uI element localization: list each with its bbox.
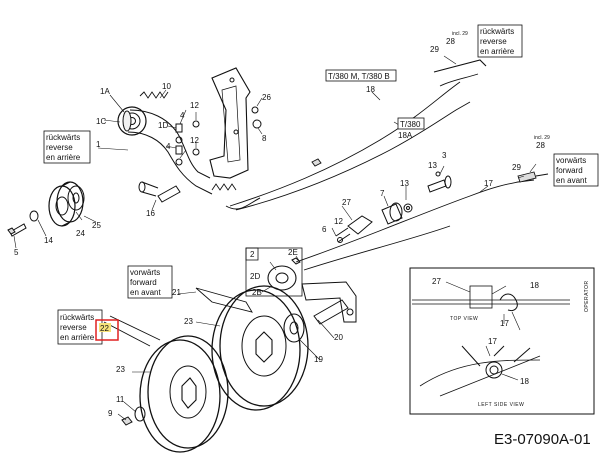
leader-lines [13,55,537,421]
drive-assembly [195,281,357,343]
callout-11: 11 [116,395,125,404]
callout-1c: 1C [96,117,106,126]
label-reverse-top: rückwärts reverse en arrière [477,24,523,58]
large-pulleys [103,285,309,453]
label-line: forward [130,278,157,287]
callout-23: 23 [116,365,125,374]
callout-26: 26 [262,93,271,102]
callout-1a: 1A [100,87,110,96]
callout-2: 2 [250,250,255,259]
callout-18: 18 [366,85,375,94]
model-label-text: T/380 M, T/380 B [328,72,390,81]
callout-28: 28 [446,37,455,46]
callout-25: 25 [92,221,101,230]
label-line: forward [556,166,583,175]
callout-20: 20 [334,333,343,342]
callout-12: 12 [334,217,343,226]
callout-13: 13 [428,161,437,170]
callout-13: 13 [400,179,409,188]
callout-17: 17 [484,179,493,188]
side-view-label: LEFT SIDE VIEW [478,402,524,408]
inset-detail-view [409,267,595,415]
callout-8: 8 [262,134,267,143]
highlighted-part-22[interactable]: 22 [95,319,119,341]
callout-24: 24 [76,229,85,238]
label-line: en arrière [480,47,515,56]
callout-21: 21 [172,288,181,297]
callout-19: 19 [314,355,323,364]
callout-6: 6 [322,225,327,234]
callout-5: 5 [14,248,19,257]
hardware-parts [335,171,452,243]
model-label-a: T/380 M, T/380 B [325,69,397,82]
label-line: en arrière [60,333,95,342]
callout-1: 1 [96,140,101,149]
callout-18a: 18A [398,131,413,140]
callout-12: 12 [190,136,199,145]
callout-27: 27 [432,277,441,286]
callout-27: 27 [342,198,351,207]
callout-17: 17 [488,337,497,346]
label-line: vorwärts [130,268,160,277]
label-line: en avant [130,288,161,297]
callout-4: 4 [166,142,171,151]
label-forward-right: vorwärts forward en avant [553,153,599,187]
label-line: reverse [60,323,87,332]
label-line: reverse [46,143,73,152]
callout-23: 23 [184,317,193,326]
callout-2d: 2D [250,272,260,281]
label-line: reverse [480,37,507,46]
incl-29-note: incl. 29 [534,135,550,141]
cables [229,59,549,271]
highlight-fill [99,323,111,332]
callout-10: 10 [162,82,171,91]
model-label-b: T/380 [397,117,425,130]
label-reverse-left: rückwärts reverse en arrière [43,130,91,164]
label-line: rückwärts [480,27,514,36]
callout-12: 12 [190,101,199,110]
callout-18: 18 [520,377,529,386]
callout-3: 3 [442,151,447,160]
top-view-label: TOP VIEW [450,316,478,322]
callout-7: 7 [380,189,385,198]
label-line: vorwärts [556,156,586,165]
idler-pulley-assembly [7,181,85,237]
label-line: en avant [556,176,587,185]
diagram-code: E3-07090A-01 [494,431,591,448]
bracket-assembly [117,67,262,210]
callout-29: 29 [430,45,439,54]
label-forward-mid: vorwärts forward en avant [127,265,173,299]
callout-2e: 2E [288,248,298,257]
callout-28: 28 [536,141,545,150]
callout-22: 22 [100,324,109,333]
callout-16: 16 [146,209,155,218]
callout-29: 29 [512,163,521,172]
label-line: rückwärts [60,313,94,322]
callout-18: 18 [530,281,539,290]
label-line: rückwärts [46,133,80,142]
callout-numbers: 1 1A 1C 1D 10 4 12 12 4 26 8 16 25 24 14… [14,31,550,418]
callout-4: 4 [180,111,185,120]
detail-box-2 [245,247,303,297]
callout-1d: 1D [158,121,168,130]
label-line: en arrière [46,153,81,162]
callout-14: 14 [44,236,53,245]
callout-17: 17 [500,319,509,328]
highlight-box [95,319,119,341]
callout-9: 9 [108,409,113,418]
operator-label: OPERATOR [584,280,590,312]
model-label-text: T/380 [400,120,421,129]
callout-2b: 2B [252,288,262,297]
incl-29-note: incl. 29 [452,31,468,37]
